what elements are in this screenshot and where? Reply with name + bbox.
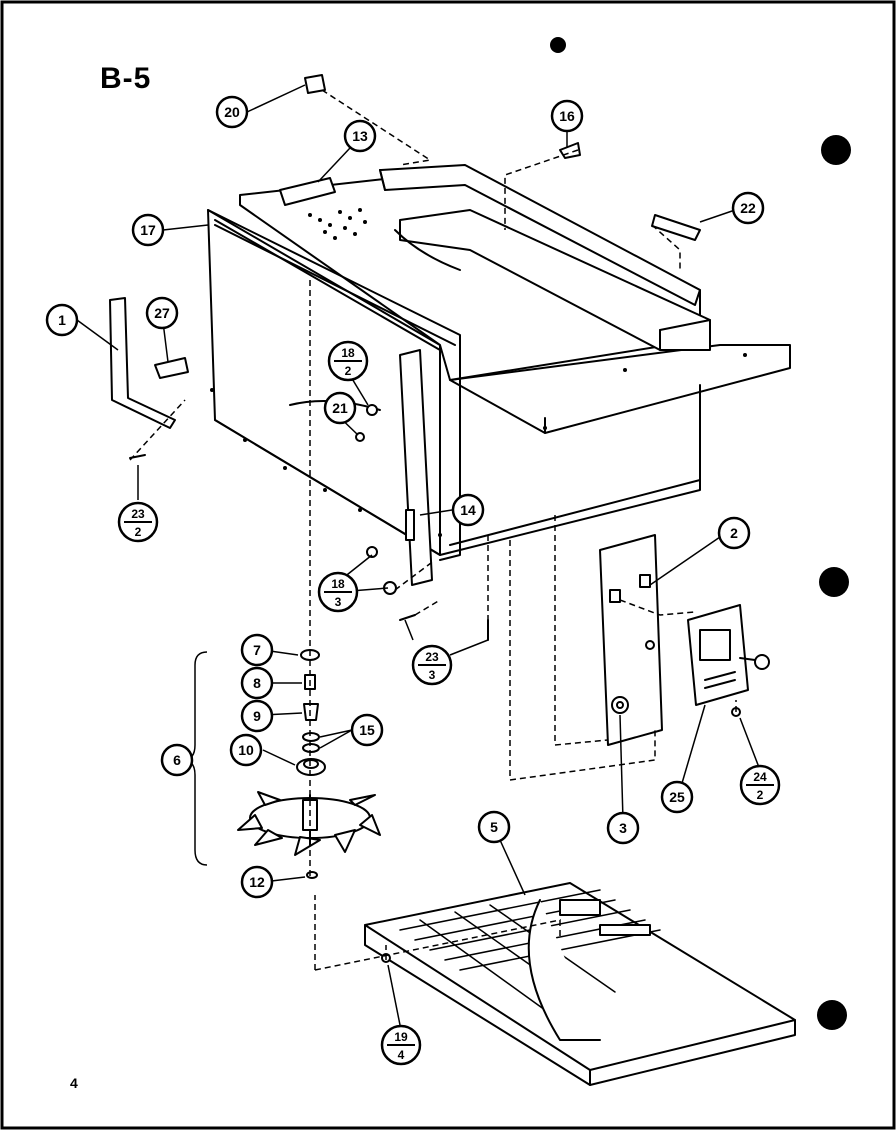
part-13 [279, 177, 336, 206]
callout-7-text: 7 [253, 642, 261, 658]
callout-18-2-bottom: 2 [345, 364, 352, 378]
callout-16-text: 16 [559, 108, 575, 124]
callout-23-2-top: 23 [131, 507, 145, 521]
callout-10-text: 10 [238, 742, 254, 758]
callout-8 [240, 666, 274, 700]
part-2-control-panel [599, 534, 663, 746]
callout-3-text: 3 [619, 820, 627, 836]
callout-18-3-top: 18 [331, 577, 345, 591]
small-parts [109, 74, 741, 963]
callout-24-2-top: 24 [753, 770, 767, 784]
punch-hole-top [821, 135, 851, 165]
callout-14-text: 14 [460, 502, 476, 518]
callout-22 [731, 191, 765, 225]
callout-20-text: 20 [224, 104, 240, 120]
callout-23-3-top: 23 [425, 650, 439, 664]
callout-19-4-top: 19 [394, 1030, 408, 1044]
part-9 [303, 703, 319, 721]
callout-5 [477, 810, 511, 844]
part-27 [154, 357, 189, 379]
callout-16 [550, 99, 584, 133]
part-25-switch-assembly [687, 604, 770, 706]
part-18-screw-a [366, 404, 378, 416]
punch-mark [550, 37, 566, 53]
callout-27 [145, 296, 179, 330]
part-20 [304, 74, 326, 94]
part-23-screw-b [399, 614, 416, 621]
callout-15-text: 15 [359, 722, 375, 738]
callout-9-text: 9 [253, 708, 261, 724]
callout-27-text: 27 [154, 305, 170, 321]
callout-21 [323, 391, 357, 425]
callout-10 [229, 733, 263, 767]
callout-9 [240, 699, 274, 733]
callout-13-text: 13 [352, 128, 368, 144]
part-22 [651, 214, 701, 241]
callout-6-text: 6 [173, 752, 181, 768]
part-15b [302, 743, 320, 753]
callout-23-2-bottom: 2 [135, 525, 142, 539]
callout-1 [45, 303, 79, 337]
callout-18-3-bottom: 3 [335, 595, 342, 609]
part-18-screw-b [366, 546, 378, 558]
punch-hole-middle [819, 567, 849, 597]
callout-2-text: 2 [730, 525, 738, 541]
punch-hole-bottom [817, 1000, 847, 1030]
part-14-bracket [399, 349, 433, 586]
callout-5-text: 5 [490, 819, 498, 835]
callout-12-text: 12 [249, 874, 265, 890]
page-number: 4 [70, 1075, 78, 1091]
callout-6 [160, 743, 194, 777]
callout-17-text: 17 [140, 222, 156, 238]
callout-12 [240, 865, 274, 899]
part-15a [302, 732, 320, 742]
cabinet-shell [207, 164, 791, 561]
callout-20 [215, 95, 249, 129]
callout-17 [131, 213, 165, 247]
callout-22-text: 22 [740, 200, 756, 216]
callout-1-text: 1 [58, 312, 66, 328]
callout-15 [350, 713, 384, 747]
assembly-lines [129, 89, 737, 971]
grille-perforations [308, 208, 367, 240]
diagram-title: B-5 [100, 62, 152, 95]
callout-8-text: 8 [253, 675, 261, 691]
callout-21-text: 21 [332, 400, 348, 416]
callout-25-text: 25 [669, 789, 685, 805]
callout-13 [343, 119, 377, 153]
callout-14 [451, 493, 485, 527]
callout-7 [240, 633, 274, 667]
callout-23-3-bottom: 3 [429, 668, 436, 682]
callout-18-2-top: 18 [341, 346, 355, 360]
callout-25 [660, 780, 694, 814]
part-5-base-pan [364, 882, 796, 1086]
callout-3 [606, 811, 640, 845]
callout-24-2-bottom: 2 [757, 788, 764, 802]
callout-19-4-bottom: 4 [398, 1048, 405, 1062]
part-1-strap [109, 297, 176, 429]
callout-2 [717, 516, 751, 550]
